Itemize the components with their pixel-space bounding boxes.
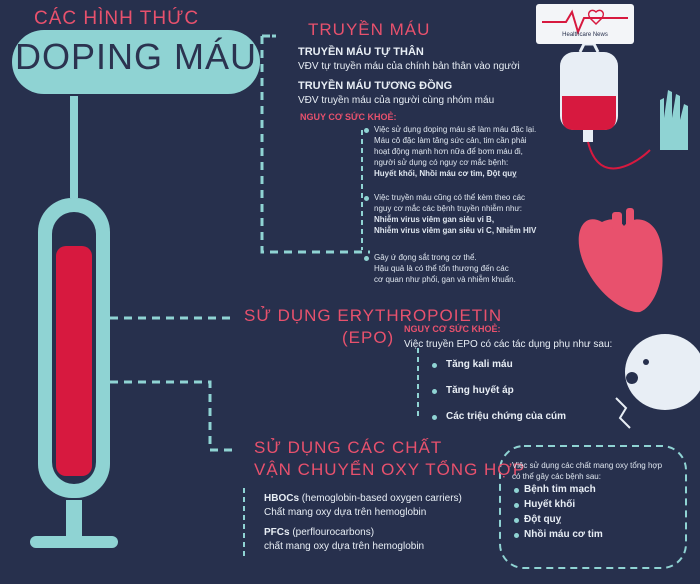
bullet [432, 363, 437, 368]
s1-risk3: Gây ứ đọng sắt trong cơ thể. Hậu quả là … [374, 252, 516, 285]
s1-risk1-line2: Máu cô đặc làm tăng sức cản, tim cần phả… [374, 136, 527, 145]
s1-risk1-line1: Việc sử dụng doping máu sẽ làm máu đặc l… [374, 125, 537, 134]
s2-intro: Việc truyền EPO có các tác dụng phụ như … [404, 339, 613, 350]
s3-hboc: HBOCs (hemoglobin-based oxygen carriers) [264, 492, 462, 505]
s2-item-2: Tăng huyết áp [446, 385, 514, 396]
title-badge [12, 30, 260, 94]
s1-risk2-line2: nguy cơ mắc các bệnh truyền nhiễm như: [374, 204, 523, 213]
s3-hboc-text: Chất mang oxy dựa trên hemoglobin [264, 507, 427, 518]
s1-risk2-line1: Việc truyền máu cũng có thể kèm theo các [374, 193, 526, 202]
sick-face-icon [615, 334, 700, 429]
s2-risk-label: NGUY CƠ SỨC KHOẺ: [404, 324, 501, 334]
s3-box-item-1: Bệnh tim mạch [524, 484, 596, 495]
s3-box-intro-line1: Việc sử dụng các chất mang oxy tổng hợp [512, 461, 663, 470]
connector-s3 [110, 380, 232, 452]
s1-risk3-line3: cơ quan như phổi, gan và nhiễm khuẩn. [374, 275, 516, 284]
bullet [514, 503, 519, 508]
s3-box-item-2: Huyết khối [524, 499, 576, 510]
title-kicker: CÁC HÌNH THỨC [34, 8, 200, 29]
s3-pfc-paren: (perflourocarbons) [292, 527, 375, 538]
s1-risk1: Việc sử dụng doping máu sẽ làm máu đặc l… [374, 124, 536, 179]
s3-box-item-4: Nhồi máu cơ tim [524, 529, 603, 540]
s3-box-item-3: Đột quỵ [524, 514, 562, 525]
s2-item-3: Các triệu chứng của cúm [446, 411, 567, 422]
s1-risk2-bold2: Nhiễm virus viêm gan siêu vi C, Nhiễm HI… [374, 226, 537, 235]
logo-caption: Healthcare News [562, 32, 608, 38]
bullet [364, 128, 369, 133]
heartbeat-icon [542, 9, 628, 35]
blood-bag-icon [560, 42, 651, 170]
bullet [364, 256, 369, 261]
s3-pfc: PFCs (perflourocarbons) [264, 526, 374, 539]
bullet [364, 196, 369, 201]
section2-title-line2: (EPO) [342, 328, 395, 347]
s2-item-1: Tăng kali máu [446, 359, 513, 370]
bullet [432, 415, 437, 420]
s1-risk1-line4: người sử dụng có nguy cơ mắc bệnh: [374, 158, 509, 167]
section2-title-line1: SỬ DỤNG ERYTHROPOIETIN [244, 306, 503, 325]
hand-icon [660, 90, 688, 150]
s3-pfc-name: PFCs [264, 527, 290, 538]
section3-title-line1: SỬ DỤNG CÁC CHẤT [254, 438, 443, 457]
s1-sub1-title: TRUYỀN MÁU TỰ THÂN [298, 46, 424, 58]
s3-hboc-name: HBOCs [264, 493, 300, 504]
bullet [514, 533, 519, 538]
s3-box-intro-line2: có thể gây các bệnh sau: [512, 472, 601, 481]
page-title: DOPING MÁU [14, 36, 257, 77]
bullet [514, 518, 519, 523]
bullet [514, 488, 519, 493]
s1-sub2-title: TRUYỀN MÁU TƯƠNG ĐỒNG [298, 80, 453, 92]
s1-risk2: Việc truyền máu cũng có thể kèm theo các… [374, 192, 536, 236]
s1-risk2-bold1: Nhiễm virus viêm gan siêu vi B, [374, 215, 495, 224]
section1-title: TRUYỀN MÁU [308, 20, 431, 39]
section3-title-line2: VẬN CHUYỂN OXY TỔNG HỢP [254, 460, 526, 479]
s1-risk-label: NGUY CƠ SỨC KHOẺ: [300, 112, 397, 122]
s1-sub2-text: VĐV truyền máu của người cùng nhóm máu [298, 95, 495, 106]
s1-sub1-text: VĐV tự truyền máu của chính bản thân vào… [298, 61, 520, 72]
s1-risk3-line2: Hậu quả là có thể tổn thương đến các [374, 264, 509, 273]
brand-logo: Healthcare News [536, 4, 634, 44]
s1-risk3-line1: Gây ứ đọng sắt trong cơ thể. [374, 253, 477, 262]
s1-risk1-line3: hoạt động mạnh hơn nữa để bơm máu đi, [374, 147, 523, 156]
syringe-icon [30, 96, 118, 548]
connector-s1 [260, 50, 370, 254]
heart-icon [578, 208, 663, 313]
s1-risk1-bold: Huyết khối, Nhồi máu cơ tim, Đột quỵ [374, 169, 517, 178]
s3-hboc-paren: (hemoglobin-based oxygen carriers) [301, 493, 462, 504]
s3-pfc-text: chất mang oxy dựa trên hemoglobin [264, 541, 425, 552]
bullet [432, 389, 437, 394]
